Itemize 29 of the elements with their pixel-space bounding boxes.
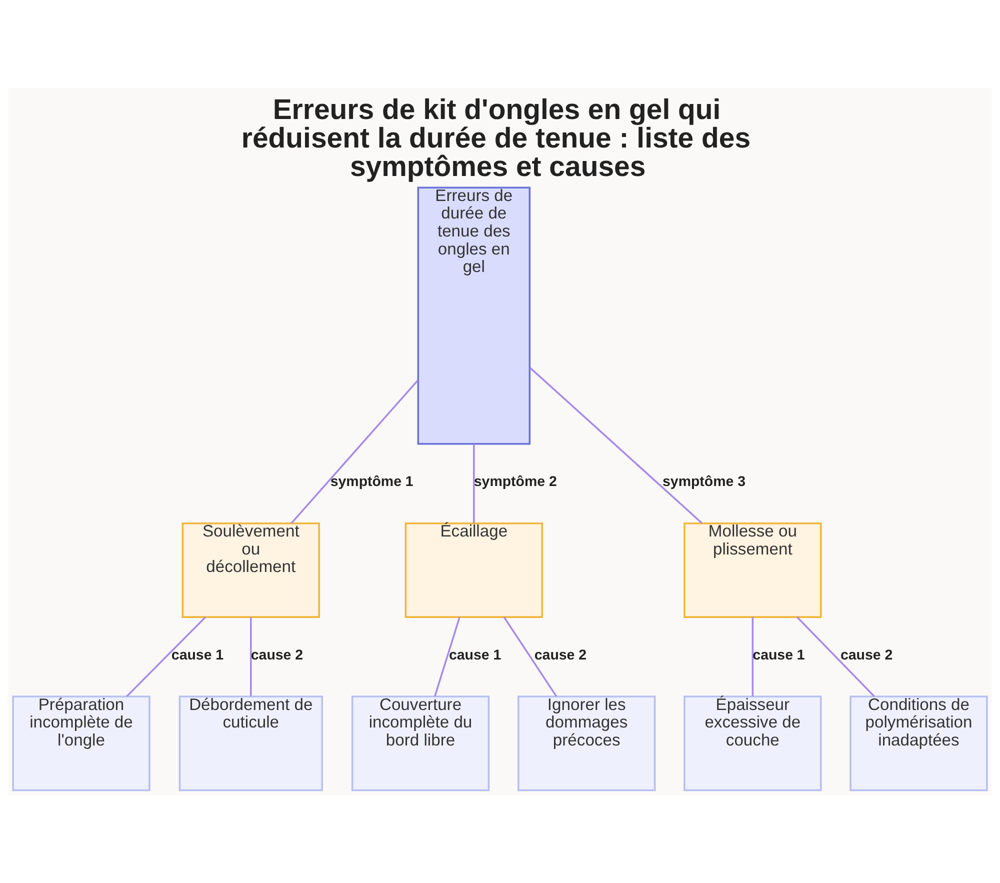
edge-label: cause 1 xyxy=(752,647,805,664)
node-box: Préparation incomplète de l'ongle xyxy=(12,696,150,792)
node-box: Ignorer les dommages précoces xyxy=(518,696,656,792)
connector xyxy=(250,617,252,696)
connector xyxy=(503,616,558,697)
connector xyxy=(796,616,875,697)
edge-label: symptôme 1 xyxy=(330,474,414,490)
edge-label: symptôme 2 xyxy=(474,474,557,490)
edge-label: cause 2 xyxy=(534,647,587,664)
connector xyxy=(434,616,460,697)
edge-label: cause 2 xyxy=(250,647,304,664)
node-box: Mollesse ou plissement xyxy=(684,522,822,618)
node-box: Débordement de cuticule xyxy=(178,696,323,792)
node-box: Couverture incomplète du bord libre xyxy=(351,696,490,792)
node-box: Épaisseur excessive de couche xyxy=(684,696,822,792)
connector xyxy=(529,367,702,524)
connector xyxy=(752,617,754,696)
connector xyxy=(473,444,475,524)
diagram-title: Erreurs de kit d'ongles en gel qui réduisent la durée de tenue : liste des symptômes et causes xyxy=(241,94,751,184)
node-box: Conditions de polymérisation inadaptées xyxy=(850,696,988,792)
edge-label: symptôme 3 xyxy=(662,474,746,490)
node-box: Soulèvement ou décollement xyxy=(182,522,320,618)
edge-label: cause 2 xyxy=(840,647,893,664)
edge-label: cause 1 xyxy=(448,647,502,664)
edge-label: cause 1 xyxy=(171,647,224,664)
node-box: Écaillage xyxy=(404,522,543,618)
connector xyxy=(290,380,419,524)
connector xyxy=(126,616,206,697)
node-box: Erreurs de durée de tenue des ongles en gel xyxy=(417,186,531,445)
